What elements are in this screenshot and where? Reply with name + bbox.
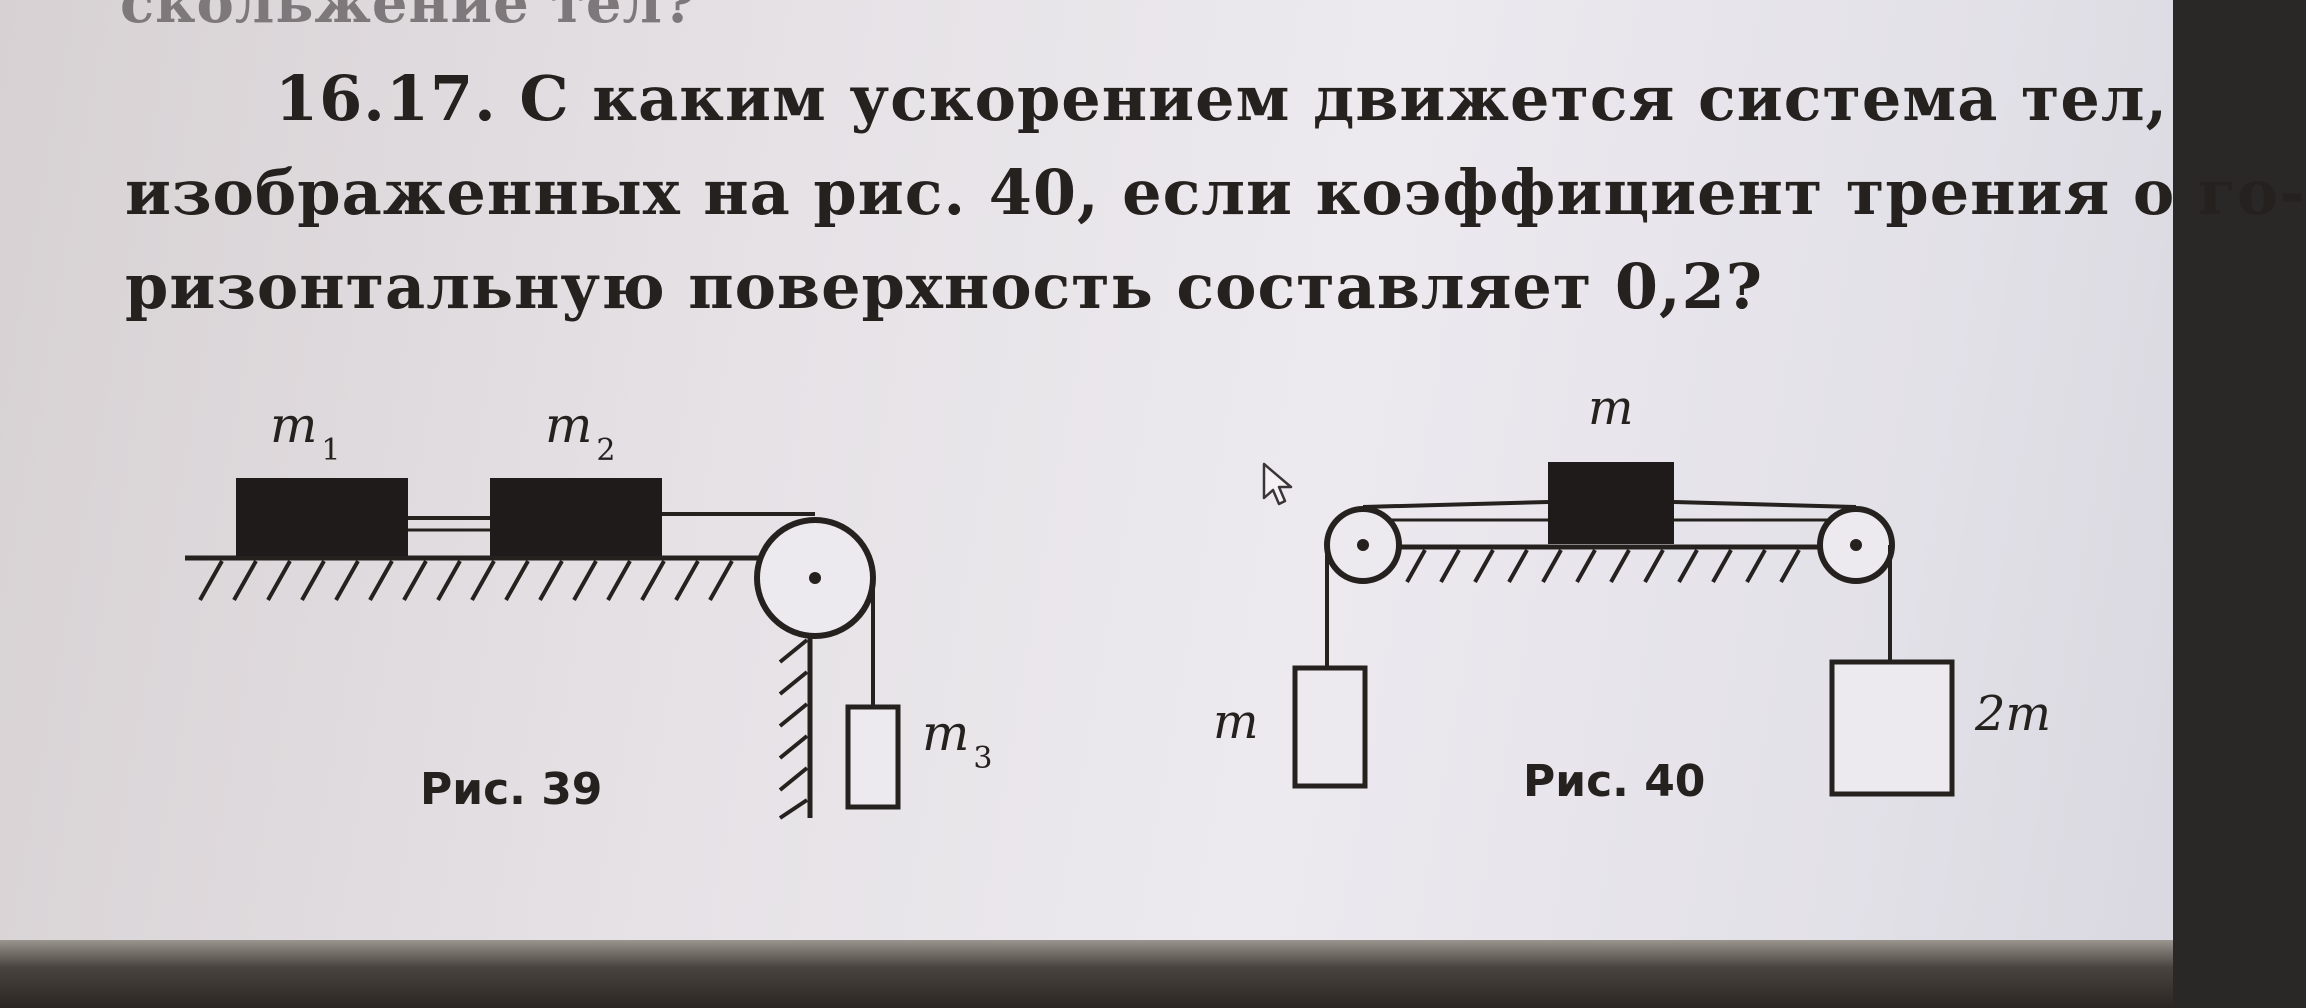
fig40-label-right: 2m	[1974, 686, 2051, 742]
problem-line-2: изображенных на рис. 40, если коэффициен…	[125, 156, 2306, 229]
textbook-page-photo: скольжение тел? 16.17. С каким ускорение…	[0, 0, 2173, 1008]
fig40-thread-left	[1362, 500, 1549, 509]
fig40-block-left	[1292, 665, 1368, 789]
fig40-block-top	[1548, 462, 1674, 544]
fig40-caption: Рис. 40	[1523, 756, 1705, 807]
screen-bezel-shadow	[0, 940, 2173, 1008]
figure-40: m m 2m Рис. 40	[1213, 380, 2051, 807]
fig40-block-right	[1829, 659, 1955, 797]
fig40-label-left: m	[1213, 694, 1259, 750]
problem-line-3: ризонтальную поверхность составляет 0,2?	[125, 250, 1764, 323]
fig39-wall-hatch	[778, 638, 809, 820]
fig40-thread-right	[1673, 500, 1857, 509]
fig40-surface-hatch	[1405, 549, 1801, 583]
fig39-caption: Рис. 39	[420, 764, 602, 815]
fig39-block-m1	[236, 478, 408, 556]
mouse-cursor-icon	[1262, 462, 1293, 506]
fig39-surface-hatch	[198, 560, 734, 601]
problem-16-17: 16.17. С каким ускорением движется систе…	[125, 52, 2306, 334]
fig39-block-m2	[490, 478, 662, 556]
fig39-block-m3	[845, 704, 901, 810]
fig40-label-top: m	[1588, 380, 1634, 436]
cut-off-heading: скольжение тел?	[120, 0, 697, 36]
problem-line-1: 16.17. С каким ускорением движется систе…	[275, 62, 2169, 135]
